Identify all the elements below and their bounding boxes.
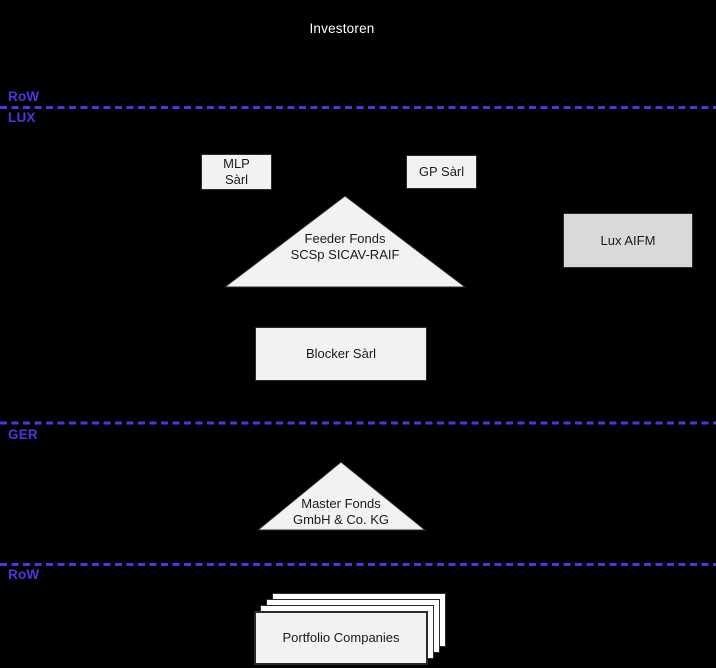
blocker-sarl-label: Blocker Sàrl: [305, 346, 377, 361]
feeder-fonds-label: Feeder Fonds SCSp SICAV-RAIF: [245, 231, 445, 263]
portfolio-companies-label: Portfolio Companies: [282, 630, 400, 645]
gp-sarl-label: GP Sàrl: [418, 164, 465, 179]
zone-label-ger: GER: [8, 427, 38, 442]
master-fonds-label: Master Fonds GmbH & Co. KG: [241, 496, 441, 528]
lux-aifm-label: Lux AIFM: [600, 232, 656, 248]
blocker-sarl-box: Blocker Sàrl: [255, 327, 427, 381]
zone-label-row-bottom: RoW: [8, 567, 40, 582]
investors-label: Investoren: [309, 21, 375, 36]
master-fonds-label-line2: GmbH & Co. KG: [292, 512, 390, 527]
mlp-sarl-label-line2: Sàrl: [224, 172, 249, 187]
mlp-sarl-box: MLP Sàrl: [201, 154, 272, 190]
lux-aifm-box: Lux AIFM: [563, 213, 693, 268]
feeder-fonds-label-line1: Feeder Fonds: [304, 231, 386, 246]
mlp-sarl-label-line1: MLP: [223, 156, 250, 171]
master-fonds-triangle: [256, 461, 427, 531]
gp-sarl-box: GP Sàrl: [406, 155, 477, 189]
feeder-fonds-triangle: [223, 195, 467, 288]
zone-label-row-top: RoW: [8, 89, 40, 104]
master-fonds-label-line1: Master Fonds: [301, 496, 381, 511]
portfolio-companies-box: Portfolio Companies: [254, 611, 428, 665]
feeder-fonds-label-line2: SCSp SICAV-RAIF: [290, 247, 400, 262]
zone-label-lux: LUX: [8, 110, 36, 125]
